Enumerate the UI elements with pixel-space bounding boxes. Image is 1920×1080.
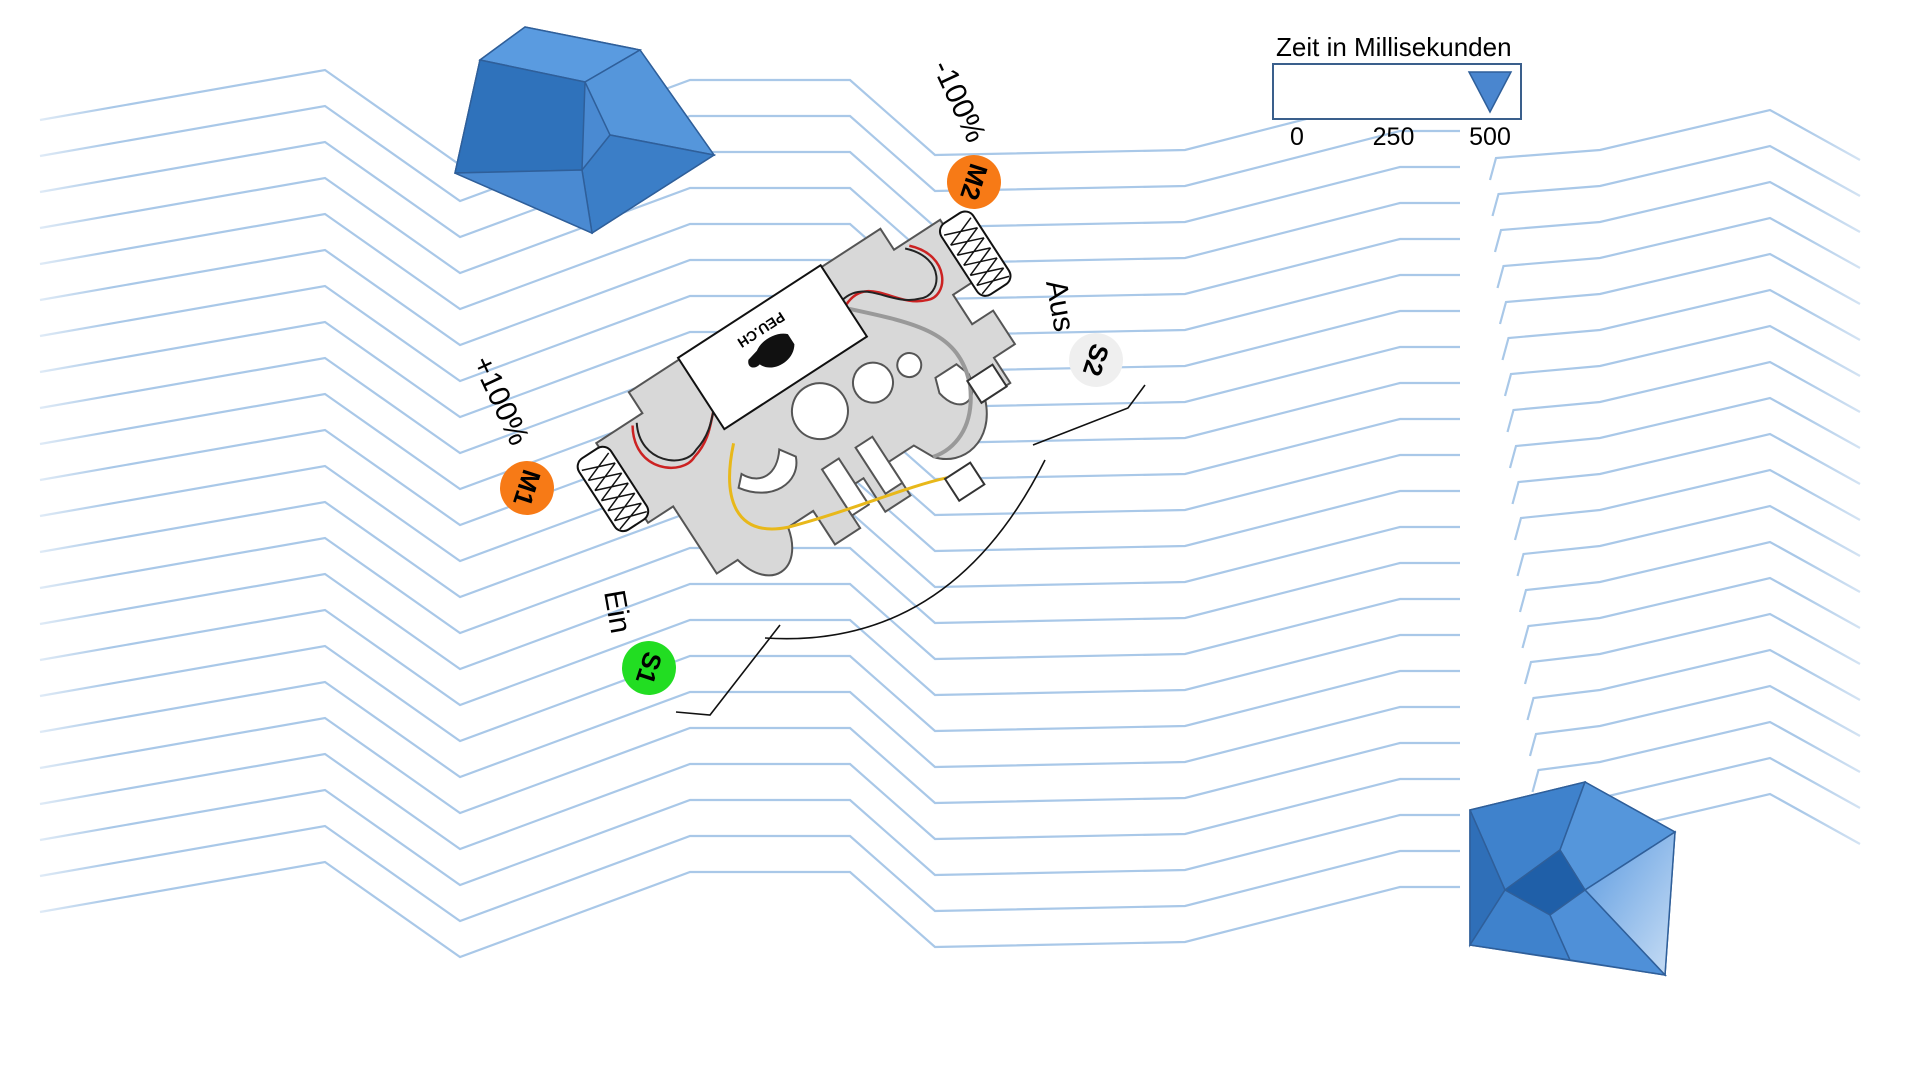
body-slot <box>854 435 904 496</box>
track-line <box>39 680 1460 779</box>
track-line <box>39 644 1460 743</box>
sensor-s1-badge: S1 <box>622 641 676 695</box>
motor-m2-power: -100% <box>926 55 993 148</box>
wheel-left <box>576 445 650 533</box>
sensor-s1-state: Ein <box>597 587 637 635</box>
track-line <box>39 212 1460 311</box>
body-slot <box>820 457 871 517</box>
track-line <box>39 176 1460 275</box>
track-line <box>39 608 1460 707</box>
wheel-right <box>938 210 1012 297</box>
blue-crystal-icon <box>1468 780 1677 977</box>
motor-m1-badge: M1 <box>500 461 554 515</box>
motor-m1-power: +100% <box>466 351 536 450</box>
motor-m2-badge: M2 <box>947 155 1001 209</box>
fade-right <box>1800 0 1920 1080</box>
tick-label: 500 <box>1469 123 1511 151</box>
track-line <box>39 752 1460 851</box>
wire-yellow <box>728 443 972 531</box>
track-line <box>39 860 1460 959</box>
blue-crystal-icon <box>454 26 716 235</box>
sensor-arc <box>675 384 1146 716</box>
track-line <box>39 572 1460 671</box>
time-legend: Zeit in Millisekunden 0 250 500 <box>1272 32 1522 151</box>
tick-label: 250 <box>1373 123 1415 151</box>
wire-black <box>838 247 938 304</box>
controller-board: PEU.CH <box>676 263 869 431</box>
track-line <box>39 788 1460 887</box>
track-line <box>39 104 1460 203</box>
body-slot <box>737 447 798 494</box>
track-line <box>39 536 1460 635</box>
body-hole <box>896 352 923 379</box>
body-hole <box>790 382 849 441</box>
mouse-logo-icon <box>748 333 795 368</box>
slider-triangle-icon[interactable] <box>1467 71 1513 114</box>
track-line <box>39 140 1460 239</box>
tick-label: 0 <box>1290 123 1304 151</box>
body-hole <box>851 361 894 404</box>
fade-left <box>0 0 110 1080</box>
track-line <box>39 68 1460 167</box>
legend-title: Zeit in Millisekunden <box>1276 32 1512 62</box>
track-line <box>39 716 1460 815</box>
track-line <box>39 824 1460 923</box>
switch-s1 <box>943 461 986 503</box>
sensor-s2-state: Aus <box>1039 277 1080 334</box>
switch-s2 <box>965 363 1009 405</box>
robot: PEU.CH <box>576 210 1017 577</box>
sensor-s2-badge: S2 <box>1069 333 1123 387</box>
